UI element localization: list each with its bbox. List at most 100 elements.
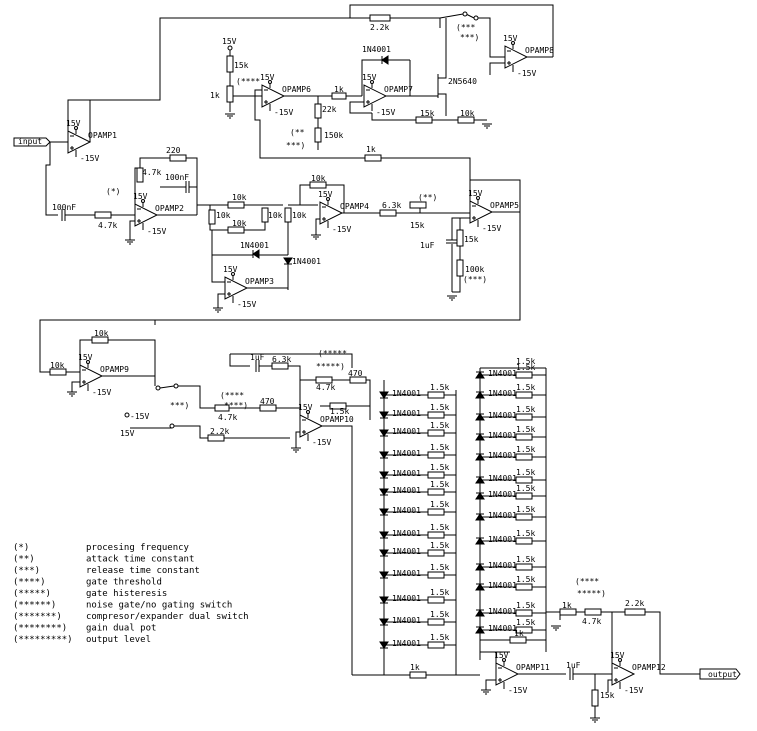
wire — [438, 93, 447, 116]
diode — [379, 411, 389, 419]
wire — [390, 17, 441, 28]
label-6k3: 6.3k — [382, 201, 401, 210]
wire — [350, 4, 554, 57]
legend-text: procesing frequency — [86, 543, 190, 553]
label-1n4001: 1N4001 — [488, 474, 517, 483]
label-1n4001: 1N4001 — [392, 639, 421, 648]
wire — [478, 17, 505, 58]
resistor — [364, 154, 382, 162]
wire — [315, 218, 320, 235]
wire — [230, 353, 353, 368]
label-1k5: 1.5k — [430, 633, 449, 642]
legend-text: gain dual pot — [86, 624, 156, 634]
opamp-supply-neg: -15V — [312, 438, 331, 447]
opamp-5 — [469, 200, 494, 224]
diode — [475, 371, 485, 379]
wire — [366, 379, 371, 420]
diode — [475, 413, 485, 421]
label-220: 220 — [166, 146, 181, 155]
resistor — [515, 391, 533, 399]
diode — [475, 583, 485, 591]
label-15k: 15k — [464, 235, 479, 244]
label-1n4001: 1N4001 — [488, 389, 517, 398]
opamp-supply-neg: -15V — [482, 224, 501, 233]
label-1k5: 1.5k — [516, 505, 535, 514]
label-1k5: 1.5k — [330, 407, 349, 416]
resistor — [584, 608, 602, 616]
wire — [349, 101, 372, 114]
label-stars: ****) — [224, 401, 248, 410]
label-1k: 1k — [334, 85, 344, 94]
supply-node — [326, 197, 330, 201]
label-15k: 15k — [234, 61, 249, 70]
wire — [645, 611, 700, 675]
label-1n4001: 1N4001 — [392, 427, 421, 436]
wire — [451, 217, 470, 240]
legend-mark: (******) — [13, 601, 56, 611]
opamp-label: OPAMP4 — [340, 202, 369, 211]
switch-contact — [155, 385, 161, 391]
opamp-supply-pos: 15V — [298, 403, 313, 412]
label-stars: ***) — [286, 141, 305, 150]
label-1k5: 1.5k — [430, 588, 449, 597]
label-stars: (**** — [220, 391, 244, 400]
label-1n4001: 1N4001 — [488, 624, 517, 633]
label-1k5: 1.5k — [430, 563, 449, 572]
label-15k: 15k — [420, 109, 435, 118]
label-1uf: 1uF — [420, 241, 435, 250]
label-2k2: 2.2k — [210, 427, 229, 436]
wire — [295, 431, 300, 448]
opamp-label: OPAMP7 — [384, 85, 413, 94]
legend-text: gate threshold — [86, 578, 162, 588]
label-1n4001: 1N4001 — [488, 511, 517, 520]
resistor-220 — [169, 154, 187, 162]
switch-contact — [227, 45, 233, 51]
opamp-6 — [261, 84, 286, 108]
resistor — [427, 596, 445, 604]
label-4k7: 4.7k — [218, 413, 237, 422]
resistor — [456, 229, 464, 247]
resistor — [226, 55, 234, 73]
circuit-wires — [39, 4, 700, 718]
diode — [379, 391, 389, 399]
wire — [90, 94, 161, 101]
diode — [475, 563, 485, 571]
legend: (*)procesing frequency(**)attack time co… — [13, 543, 249, 645]
resistor — [284, 207, 292, 223]
wire — [174, 425, 208, 439]
wire — [546, 611, 561, 620]
wire — [254, 89, 372, 159]
label-100nf: 100nF — [52, 203, 76, 212]
legend-row: (*********)output level — [13, 635, 151, 645]
opamp-supply-neg: -15V — [624, 686, 643, 695]
resistor-4k7-fb — [136, 167, 144, 183]
label-stars: *****) — [577, 589, 606, 598]
label-10k: 10k — [94, 329, 109, 338]
supply-node — [618, 658, 622, 662]
label-1k: 1k — [366, 145, 376, 154]
resistor — [427, 429, 445, 437]
wire — [71, 381, 80, 392]
label-1n4001: 1N4001 — [488, 581, 517, 590]
diode — [283, 257, 293, 265]
label-1n4001: 1N4001 — [292, 257, 321, 266]
label-1k5: 1.5k — [516, 357, 535, 366]
opamp-supply-neg: -15V — [274, 108, 293, 117]
input-port — [13, 137, 51, 147]
resistor — [515, 583, 533, 591]
resistor — [559, 608, 577, 616]
label-6k3: 6.3k — [272, 355, 291, 364]
label-1n4001: 1N4001 — [392, 389, 421, 398]
resistor — [314, 127, 322, 143]
label-1n4001: 1N4001 — [488, 490, 517, 499]
label-stars: (***** — [318, 349, 347, 358]
label-1n4001: 1N4001 — [488, 451, 517, 460]
supply-node — [476, 196, 480, 200]
label-1n4001: 1N4001 — [488, 607, 517, 616]
label-4k7: 4.7k — [98, 221, 117, 230]
label-1k5: 1.5k — [430, 480, 449, 489]
wire — [129, 220, 135, 240]
legend-row: (******)noise gate/no gating switch — [13, 601, 232, 611]
diode — [379, 429, 389, 437]
resistor — [227, 201, 245, 209]
